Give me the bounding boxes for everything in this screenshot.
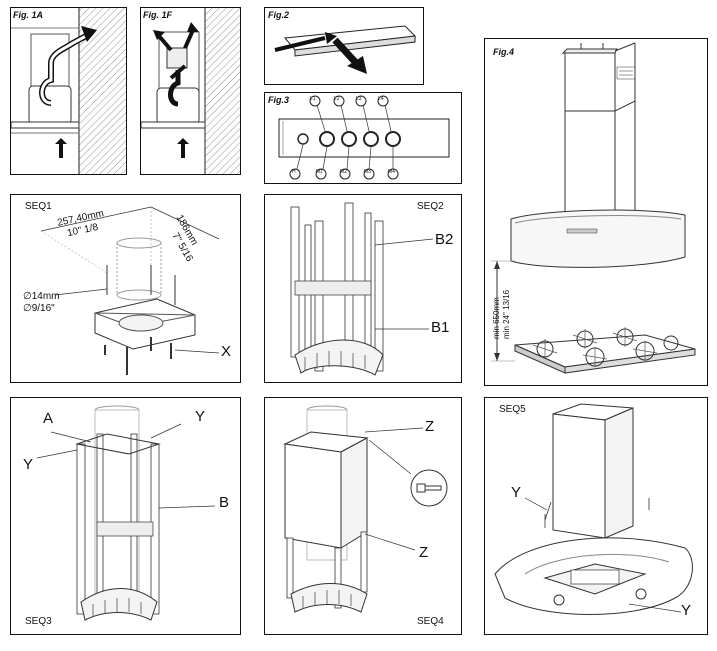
fig-3-button-m2: M2: [340, 169, 347, 175]
fig-1a-panel: Fig. 1A: [10, 7, 127, 175]
fig-3-button-m3: M3: [364, 169, 371, 175]
seq3-callout-a: A: [43, 410, 54, 427]
fig-3-panel: Fig.3 L1 L2 L3 L4 H M1 M2 M3 M4: [264, 92, 462, 184]
seq4-label: SEQ4: [417, 616, 444, 627]
seq2-label: SEQ2: [417, 201, 444, 212]
seq4-callout-z1: Z: [425, 418, 435, 435]
seq3-callout-y1: Y: [195, 408, 206, 425]
fig-3-button-l3: L3: [356, 96, 362, 102]
fig-2-panel: Fig.2: [264, 7, 424, 85]
fig-1f-label: Fig. 1F: [143, 10, 172, 20]
seq2-callout-b1: B1: [431, 319, 450, 336]
seq1-callout-x: X: [221, 343, 232, 360]
fig-2-drawing: [274, 25, 417, 74]
seq5-label: SEQ5: [499, 404, 526, 415]
fig-3-button-l4: L4: [378, 96, 384, 102]
seq1-hole-in: ∅9/16": [23, 303, 55, 314]
seq1-drawing: [40, 206, 220, 375]
fig-3-drawing: [278, 95, 450, 180]
seq5-callout-y2: Y: [681, 602, 692, 619]
seq3-drawing: [36, 405, 216, 621]
seq2-callout-b2: B2: [435, 231, 454, 248]
seq1-label: SEQ1: [25, 201, 52, 212]
fig-1f-drawing: [141, 8, 240, 174]
seq4-drawing: [283, 405, 448, 613]
seq3-panel: A Y Y B SEQ3: [10, 397, 241, 635]
seq1-hole-mm: ∅14mm: [23, 291, 60, 302]
fig-3-button-l1: L1: [310, 96, 316, 102]
fig-2-label: Fig.2: [268, 10, 290, 20]
seq3-label: SEQ3: [25, 616, 52, 627]
fig-3-button-m4: M4: [388, 169, 395, 175]
seq4-panel: Z Z SEQ4: [264, 397, 462, 635]
fig-4-drawing: [491, 42, 696, 374]
fig-4-label: Fig.4: [493, 47, 515, 57]
seq3-callout-b: B: [219, 494, 230, 511]
seq1-panel: SEQ1 257,40mm 10" 1/8 186mm 7" 5/16 ∅14m…: [10, 194, 241, 383]
seq5-panel: SEQ5 Y Y: [484, 397, 708, 635]
fig-3-label: Fig.3: [268, 95, 290, 105]
seq2-panel: SEQ2 B2 B1: [264, 194, 462, 383]
seq5-callout-y1: Y: [511, 484, 522, 501]
seq5-drawing: [494, 403, 693, 615]
fig-1a-drawing: [11, 8, 126, 174]
fig-1f-panel: Fig. 1F: [140, 7, 241, 175]
fig-4-dim-in: min 24" 13/16: [502, 289, 511, 339]
fig-1a-label: Fig. 1A: [13, 10, 44, 20]
fig-3-button-l2: L2: [334, 96, 340, 102]
seq2-drawing: [290, 202, 434, 376]
seq3-callout-y2: Y: [23, 456, 34, 473]
fig-3-button-m1: M1: [316, 169, 323, 175]
seq4-callout-z2: Z: [419, 544, 429, 561]
fig-3-button-h: H: [292, 169, 296, 175]
fig-4-panel: Fig.4 min 650mm min 24" 13/16: [484, 38, 708, 386]
